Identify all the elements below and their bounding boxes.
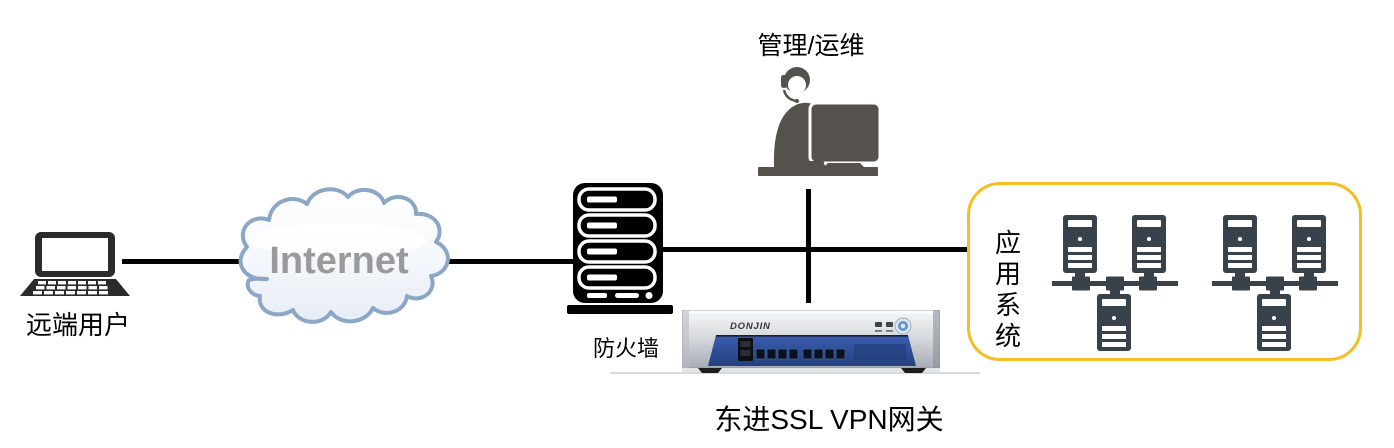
operator-workstation-icon xyxy=(758,67,882,176)
firewall-label: 防火墙 xyxy=(592,336,659,361)
server-cluster-icon xyxy=(1212,215,1338,351)
cloud-icon: Internet xyxy=(238,187,450,324)
gateway-brand-logo: DONJIN xyxy=(730,321,771,332)
vpn-gateway-label: 东进SSL VPN网关 xyxy=(714,404,944,435)
app-system-label: 应用系统 xyxy=(994,228,1021,351)
edge-admin-gateway xyxy=(806,189,811,303)
server-cluster-icon xyxy=(1052,215,1178,351)
internet-label: Internet xyxy=(269,240,409,282)
laptop-icon xyxy=(20,232,130,296)
edge-internet-firewall xyxy=(440,259,576,264)
rack-appliance-icon: DONJIN xyxy=(682,310,940,373)
gateway-shadow xyxy=(610,372,980,374)
remote-user-label: 远端用户 xyxy=(25,310,130,340)
edge-user-internet xyxy=(122,259,240,264)
admin-label: 管理/运维 xyxy=(757,32,865,60)
firewall-server-icon xyxy=(567,183,673,314)
edge-firewall-appsystem xyxy=(660,247,968,252)
